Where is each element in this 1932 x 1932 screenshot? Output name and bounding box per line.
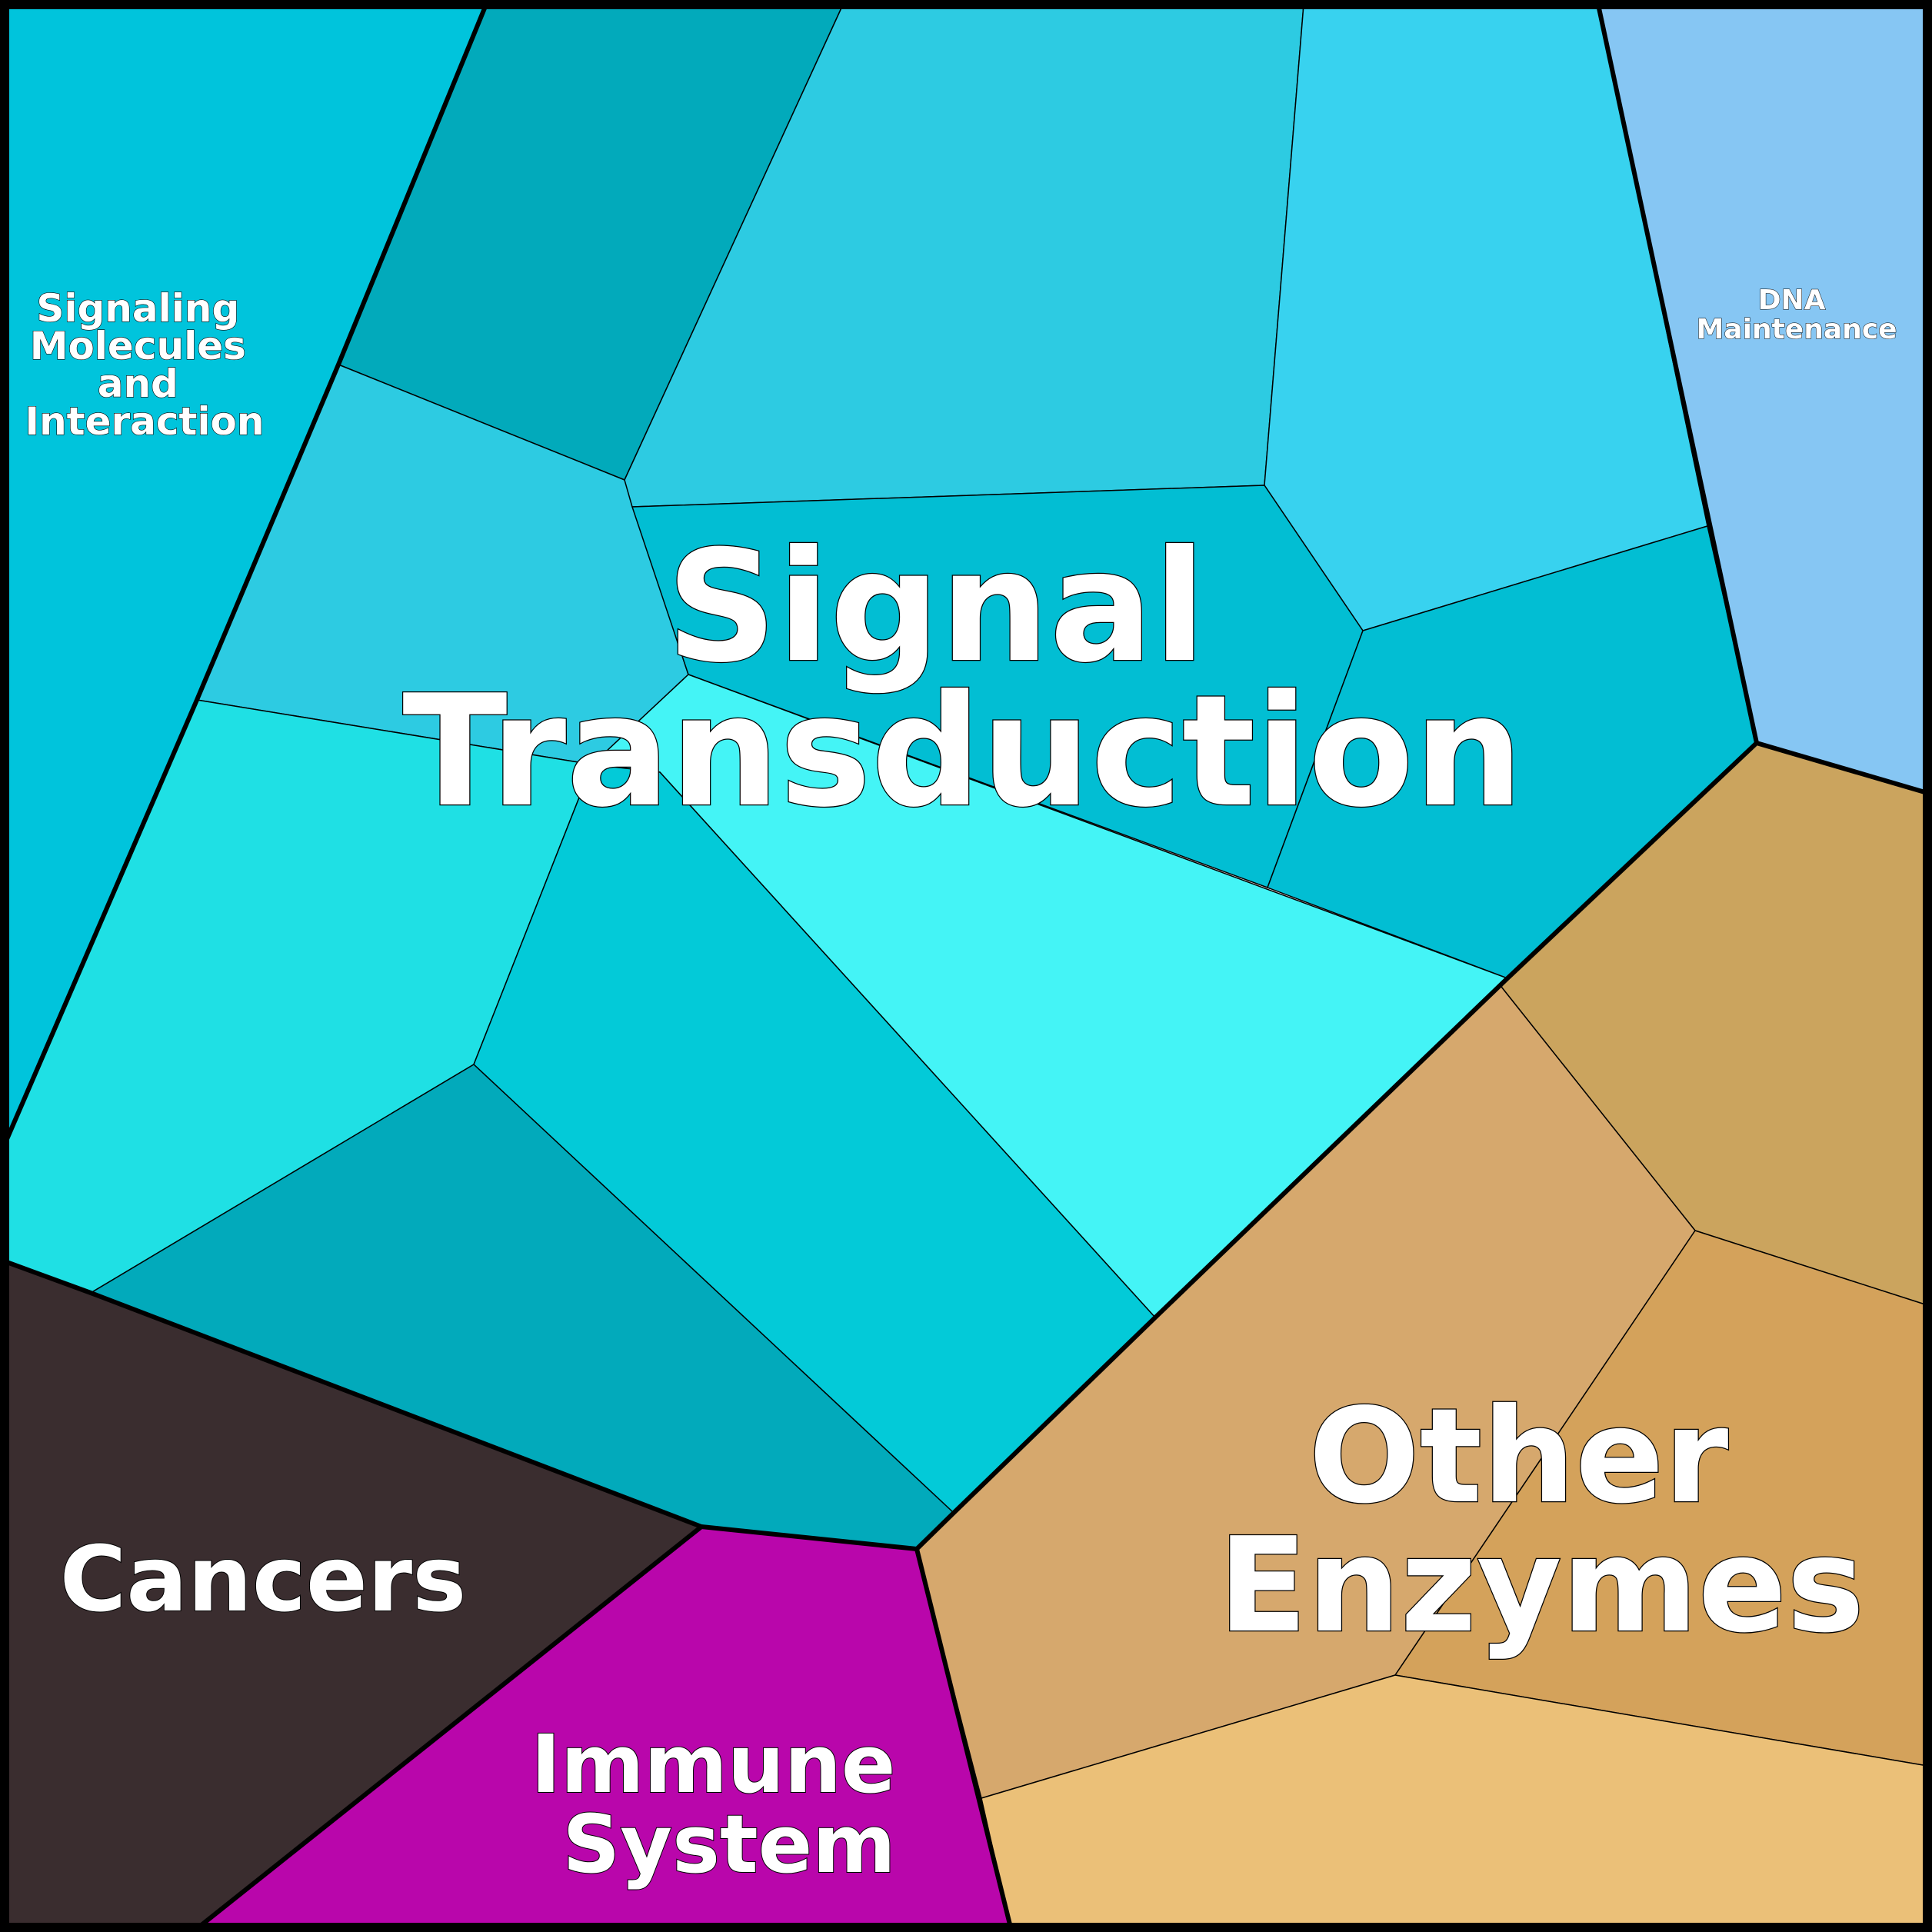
label-line: and	[98, 361, 178, 406]
signal-transduction-label: Signal Transduction	[402, 518, 1524, 841]
signaling-molecules-label: Signaling Molecules and Interaction	[25, 286, 264, 444]
group-border	[2, 2, 488, 1147]
label-line: Signal	[666, 518, 1206, 697]
label-line: Signaling	[36, 286, 239, 331]
dna-maintenance-label: DNA Maintenance	[1696, 285, 1897, 345]
label-line: Molecules	[30, 324, 246, 368]
group-border	[196, 1524, 704, 1930]
other-enzymes-label: Other Enzymes	[1218, 1381, 1865, 1662]
label-line: DNA	[1758, 285, 1826, 316]
label-line: Interaction	[25, 399, 264, 444]
group-border	[914, 741, 1759, 1930]
label-line: Transduction	[402, 662, 1524, 841]
label-line: Immune	[531, 1717, 895, 1811]
cancers-label: Cancers	[60, 1526, 467, 1632]
label-line: Enzymes	[1218, 1510, 1865, 1662]
group-border	[2, 1259, 919, 1551]
label-line: Other	[1308, 1381, 1728, 1533]
label-line: Maintenance	[1696, 314, 1897, 345]
label-line: System	[562, 1797, 895, 1891]
immune-system-label: Immune System	[531, 1707, 927, 1891]
label-line: Cancers	[60, 1526, 467, 1632]
